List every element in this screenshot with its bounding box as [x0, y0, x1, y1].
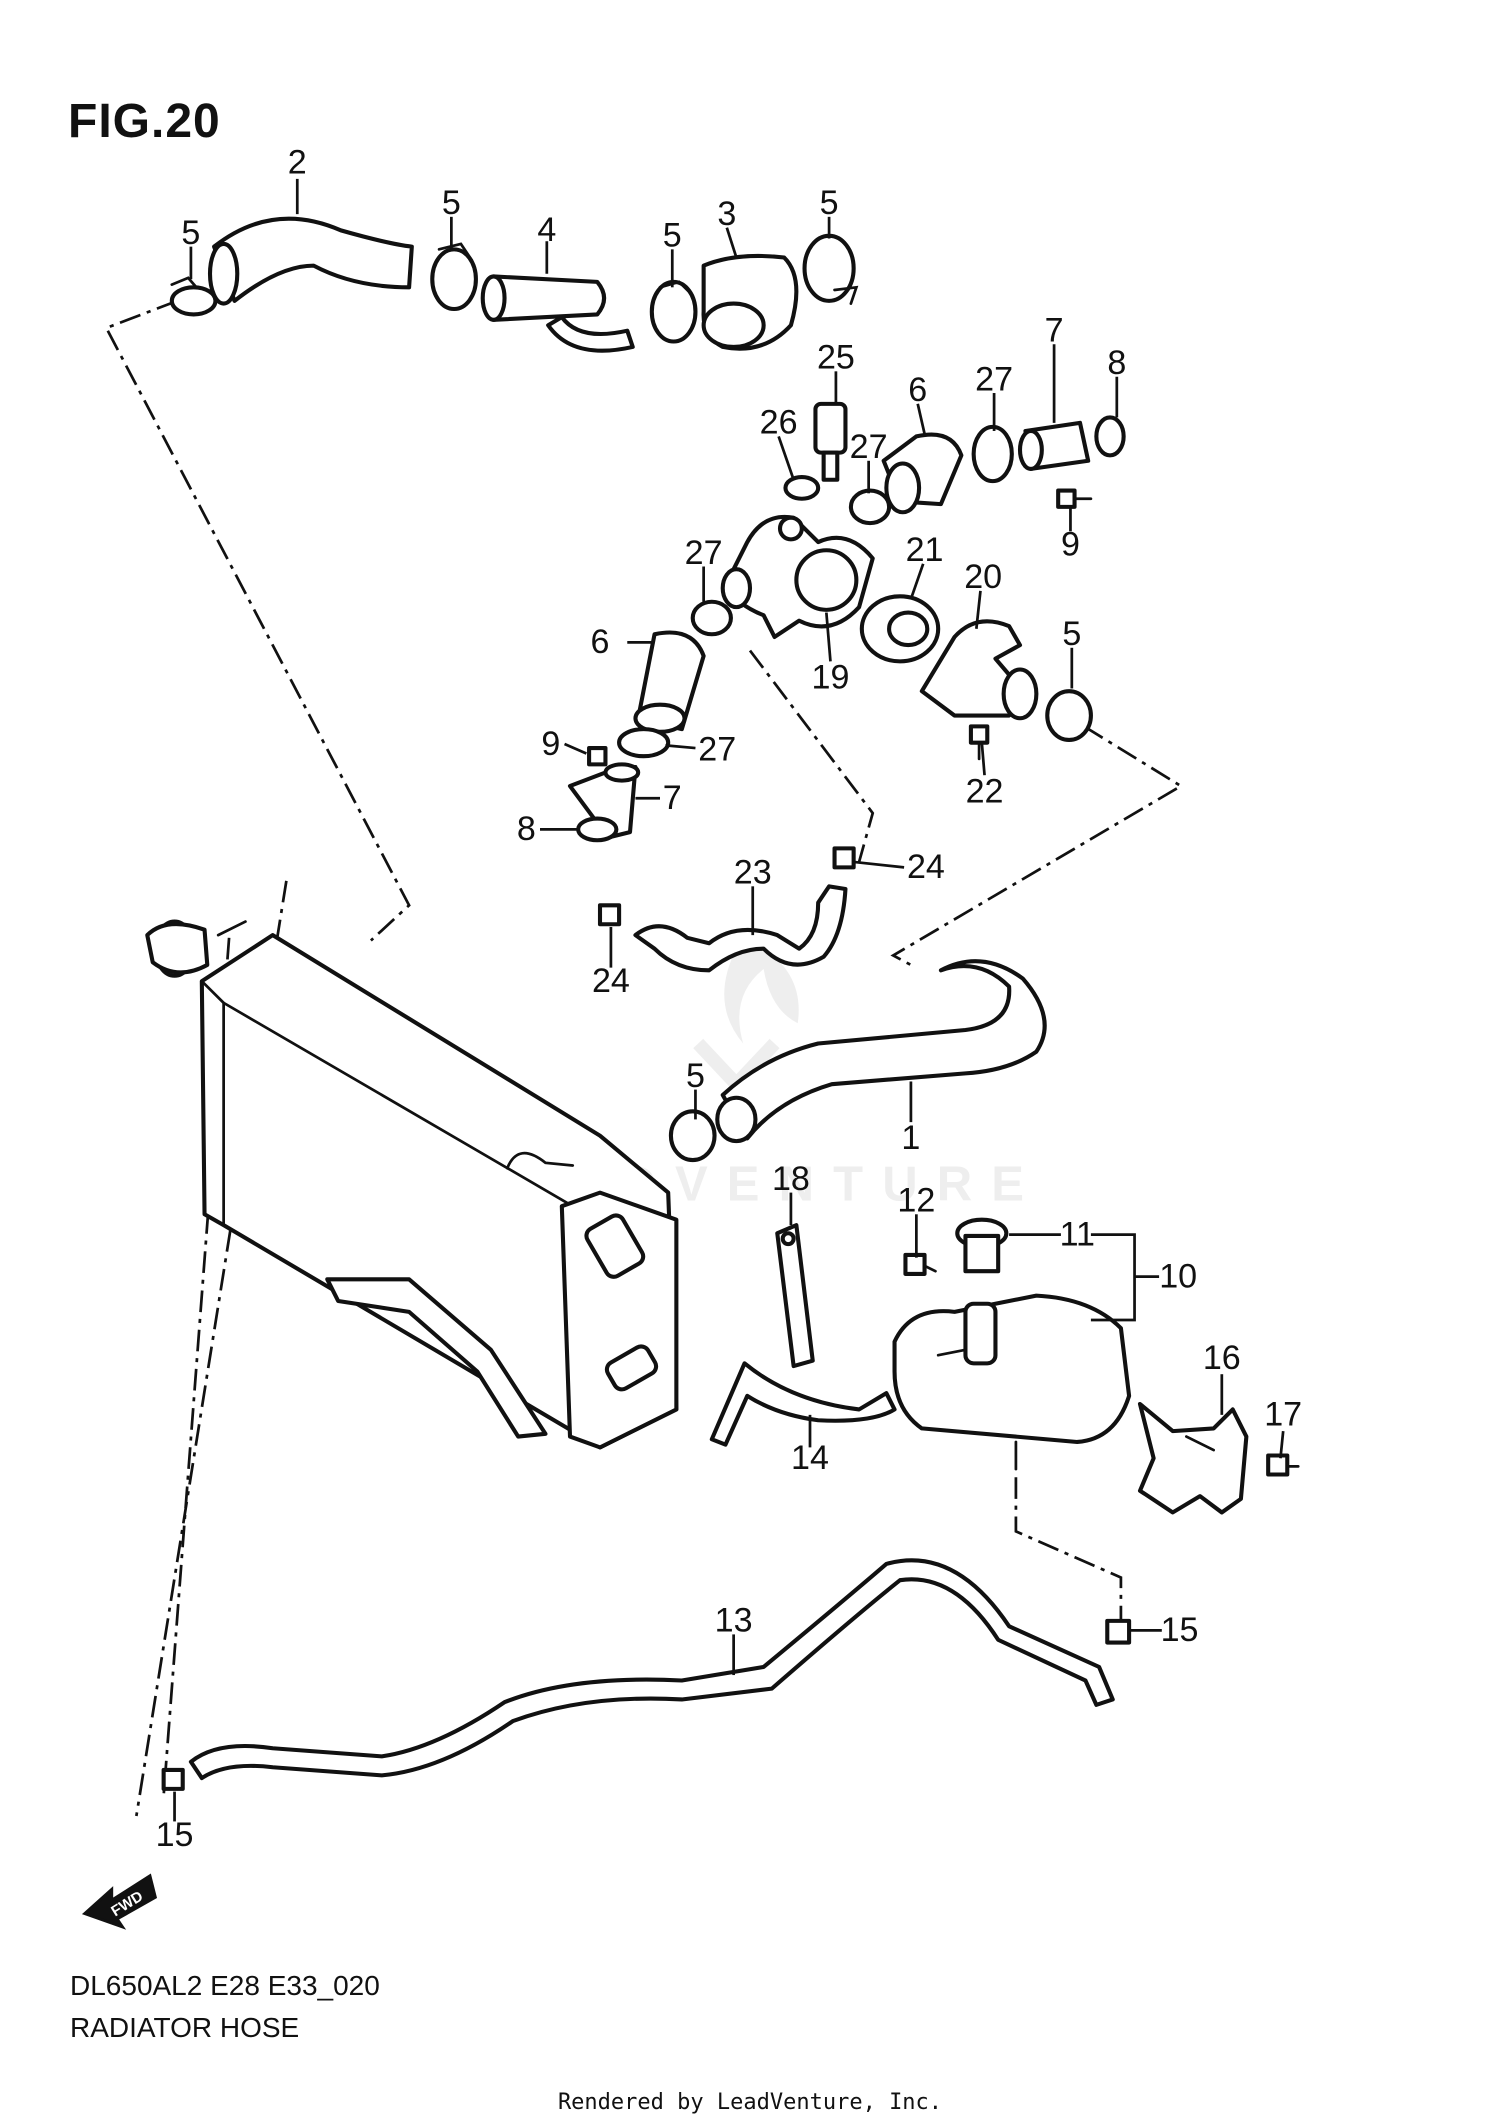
callout-5-b: 5: [442, 184, 461, 222]
callout-18: 18: [772, 1160, 810, 1198]
rendered-by-credit: Rendered by LeadVenture, Inc.: [557, 2090, 943, 2115]
part-7-fitting-lower[interactable]: [567, 762, 641, 840]
callout-8-a: 8: [1107, 344, 1126, 382]
callout-numbers: 1 2 3 4 5 5 5 5 5 5 6 6 7 7 8 8 9 9 10 1…: [156, 144, 1303, 1854]
callout-7-b: 7: [663, 779, 682, 817]
part-8-o-ring-upper[interactable]: [1094, 415, 1126, 458]
radiator-assembly: [145, 919, 679, 1450]
part-22-bolt[interactable]: [968, 724, 990, 761]
callout-6-a: 6: [908, 371, 927, 409]
part-27-clamp-c[interactable]: [690, 599, 733, 637]
callout-13: 13: [715, 1602, 753, 1640]
part-14-breather-hose[interactable]: [709, 1361, 897, 1447]
callout-14: 14: [791, 1439, 829, 1477]
part-5-clamp-c[interactable]: [649, 279, 698, 344]
callout-5-c: 5: [663, 217, 682, 255]
part-11-reservoir-cap[interactable]: [955, 1217, 1009, 1274]
callout-25: 25: [817, 339, 855, 377]
callout-24-a: 24: [907, 848, 945, 886]
callout-19: 19: [811, 659, 849, 697]
callout-15-b: 15: [156, 1816, 194, 1854]
part-20-thermostat-cover[interactable]: [919, 619, 1039, 721]
part-12-screw[interactable]: [903, 1252, 937, 1276]
part-5-clamp-e[interactable]: [1045, 689, 1093, 742]
callout-27-a: 27: [975, 360, 1013, 398]
part-6-hose-upper[interactable]: [881, 432, 964, 515]
callout-6-b: 6: [591, 623, 610, 661]
callout-27-d: 27: [698, 730, 736, 768]
part-5-clamp-b[interactable]: [430, 242, 478, 312]
callout-10: 10: [1159, 1258, 1197, 1296]
part-10-reserve-tank[interactable]: [892, 1293, 1132, 1471]
part-9-bolt-upper[interactable]: [1056, 488, 1093, 509]
callout-12: 12: [897, 1182, 935, 1220]
part-27-clamp-a[interactable]: [971, 424, 1014, 484]
callout-9-b: 9: [541, 725, 560, 763]
callout-16: 16: [1203, 1339, 1241, 1377]
part-19-thermostat-case[interactable]: [720, 514, 875, 639]
callout-26: 26: [760, 404, 798, 442]
callout-leader-lines: [173, 178, 1285, 1822]
callout-11: 11: [1060, 1216, 1095, 1254]
figure-model-code: DL650AL2 E28 E33_020: [70, 1970, 380, 2001]
callout-5-f: 5: [686, 1057, 705, 1095]
part-27-clamp-b[interactable]: [848, 488, 892, 526]
callout-7-a: 7: [1045, 312, 1064, 350]
callout-5-a: 5: [181, 214, 200, 252]
callout-3: 3: [717, 195, 736, 233]
part-27-clamp-d[interactable]: [617, 727, 671, 759]
callout-5-d: 5: [820, 184, 839, 222]
callout-22: 22: [966, 772, 1004, 810]
part-18-band[interactable]: [775, 1223, 815, 1369]
forward-direction-arrow: FWD: [81, 1873, 158, 1930]
callout-27-c: 27: [685, 534, 723, 572]
callout-5-e: 5: [1062, 615, 1081, 653]
callout-27-b: 27: [850, 428, 888, 466]
figure-name: RADIATOR HOSE: [70, 2012, 300, 2043]
part-3-elbow-hose[interactable]: [701, 253, 799, 351]
part-26-gasket[interactable]: [783, 475, 821, 501]
callout-15-a: 15: [1161, 1611, 1199, 1649]
part-7-fitting-upper[interactable]: [1017, 420, 1091, 471]
part-16-bracket[interactable]: [1137, 1401, 1249, 1515]
callout-21: 21: [906, 531, 944, 569]
part-24-clip-a[interactable]: [832, 846, 856, 870]
part-24-clip-b[interactable]: [597, 903, 622, 927]
callout-9-a: 9: [1061, 526, 1080, 564]
callout-4: 4: [537, 211, 556, 249]
part-23-bypass-hose[interactable]: [633, 884, 848, 973]
callout-24-b: 24: [592, 962, 630, 1000]
part-25-temperature-sensor[interactable]: [813, 401, 848, 482]
callout-8-b: 8: [517, 810, 536, 848]
figure-title: FIG.20: [68, 95, 221, 148]
part-21-thermostat[interactable]: [859, 594, 941, 664]
part-5-clamp-d[interactable]: [802, 233, 859, 305]
part-17-bolt[interactable]: [1266, 1453, 1300, 1477]
callout-2: 2: [288, 144, 307, 182]
part-6-hose-lower[interactable]: [633, 630, 706, 734]
part-5-clamp-a[interactable]: [169, 276, 218, 317]
part-9-bolt-lower[interactable]: [587, 746, 608, 767]
part-15-clip-a[interactable]: [1105, 1618, 1132, 1645]
callout-23: 23: [734, 854, 772, 892]
part-5-clamp-f[interactable]: [668, 1109, 717, 1163]
part-1-lower-hose[interactable]: [715, 959, 1047, 1144]
part-2-upper-hose[interactable]: [207, 216, 414, 306]
part-15-clip-b[interactable]: [161, 1767, 185, 1791]
part-8-o-ring-lower[interactable]: [576, 816, 619, 843]
part-13-overflow-hose[interactable]: [188, 1558, 1115, 1781]
callout-1: 1: [901, 1119, 920, 1157]
callout-20: 20: [964, 558, 1002, 596]
part-4-joint-pipe[interactable]: [480, 274, 635, 353]
callout-17: 17: [1264, 1396, 1302, 1434]
